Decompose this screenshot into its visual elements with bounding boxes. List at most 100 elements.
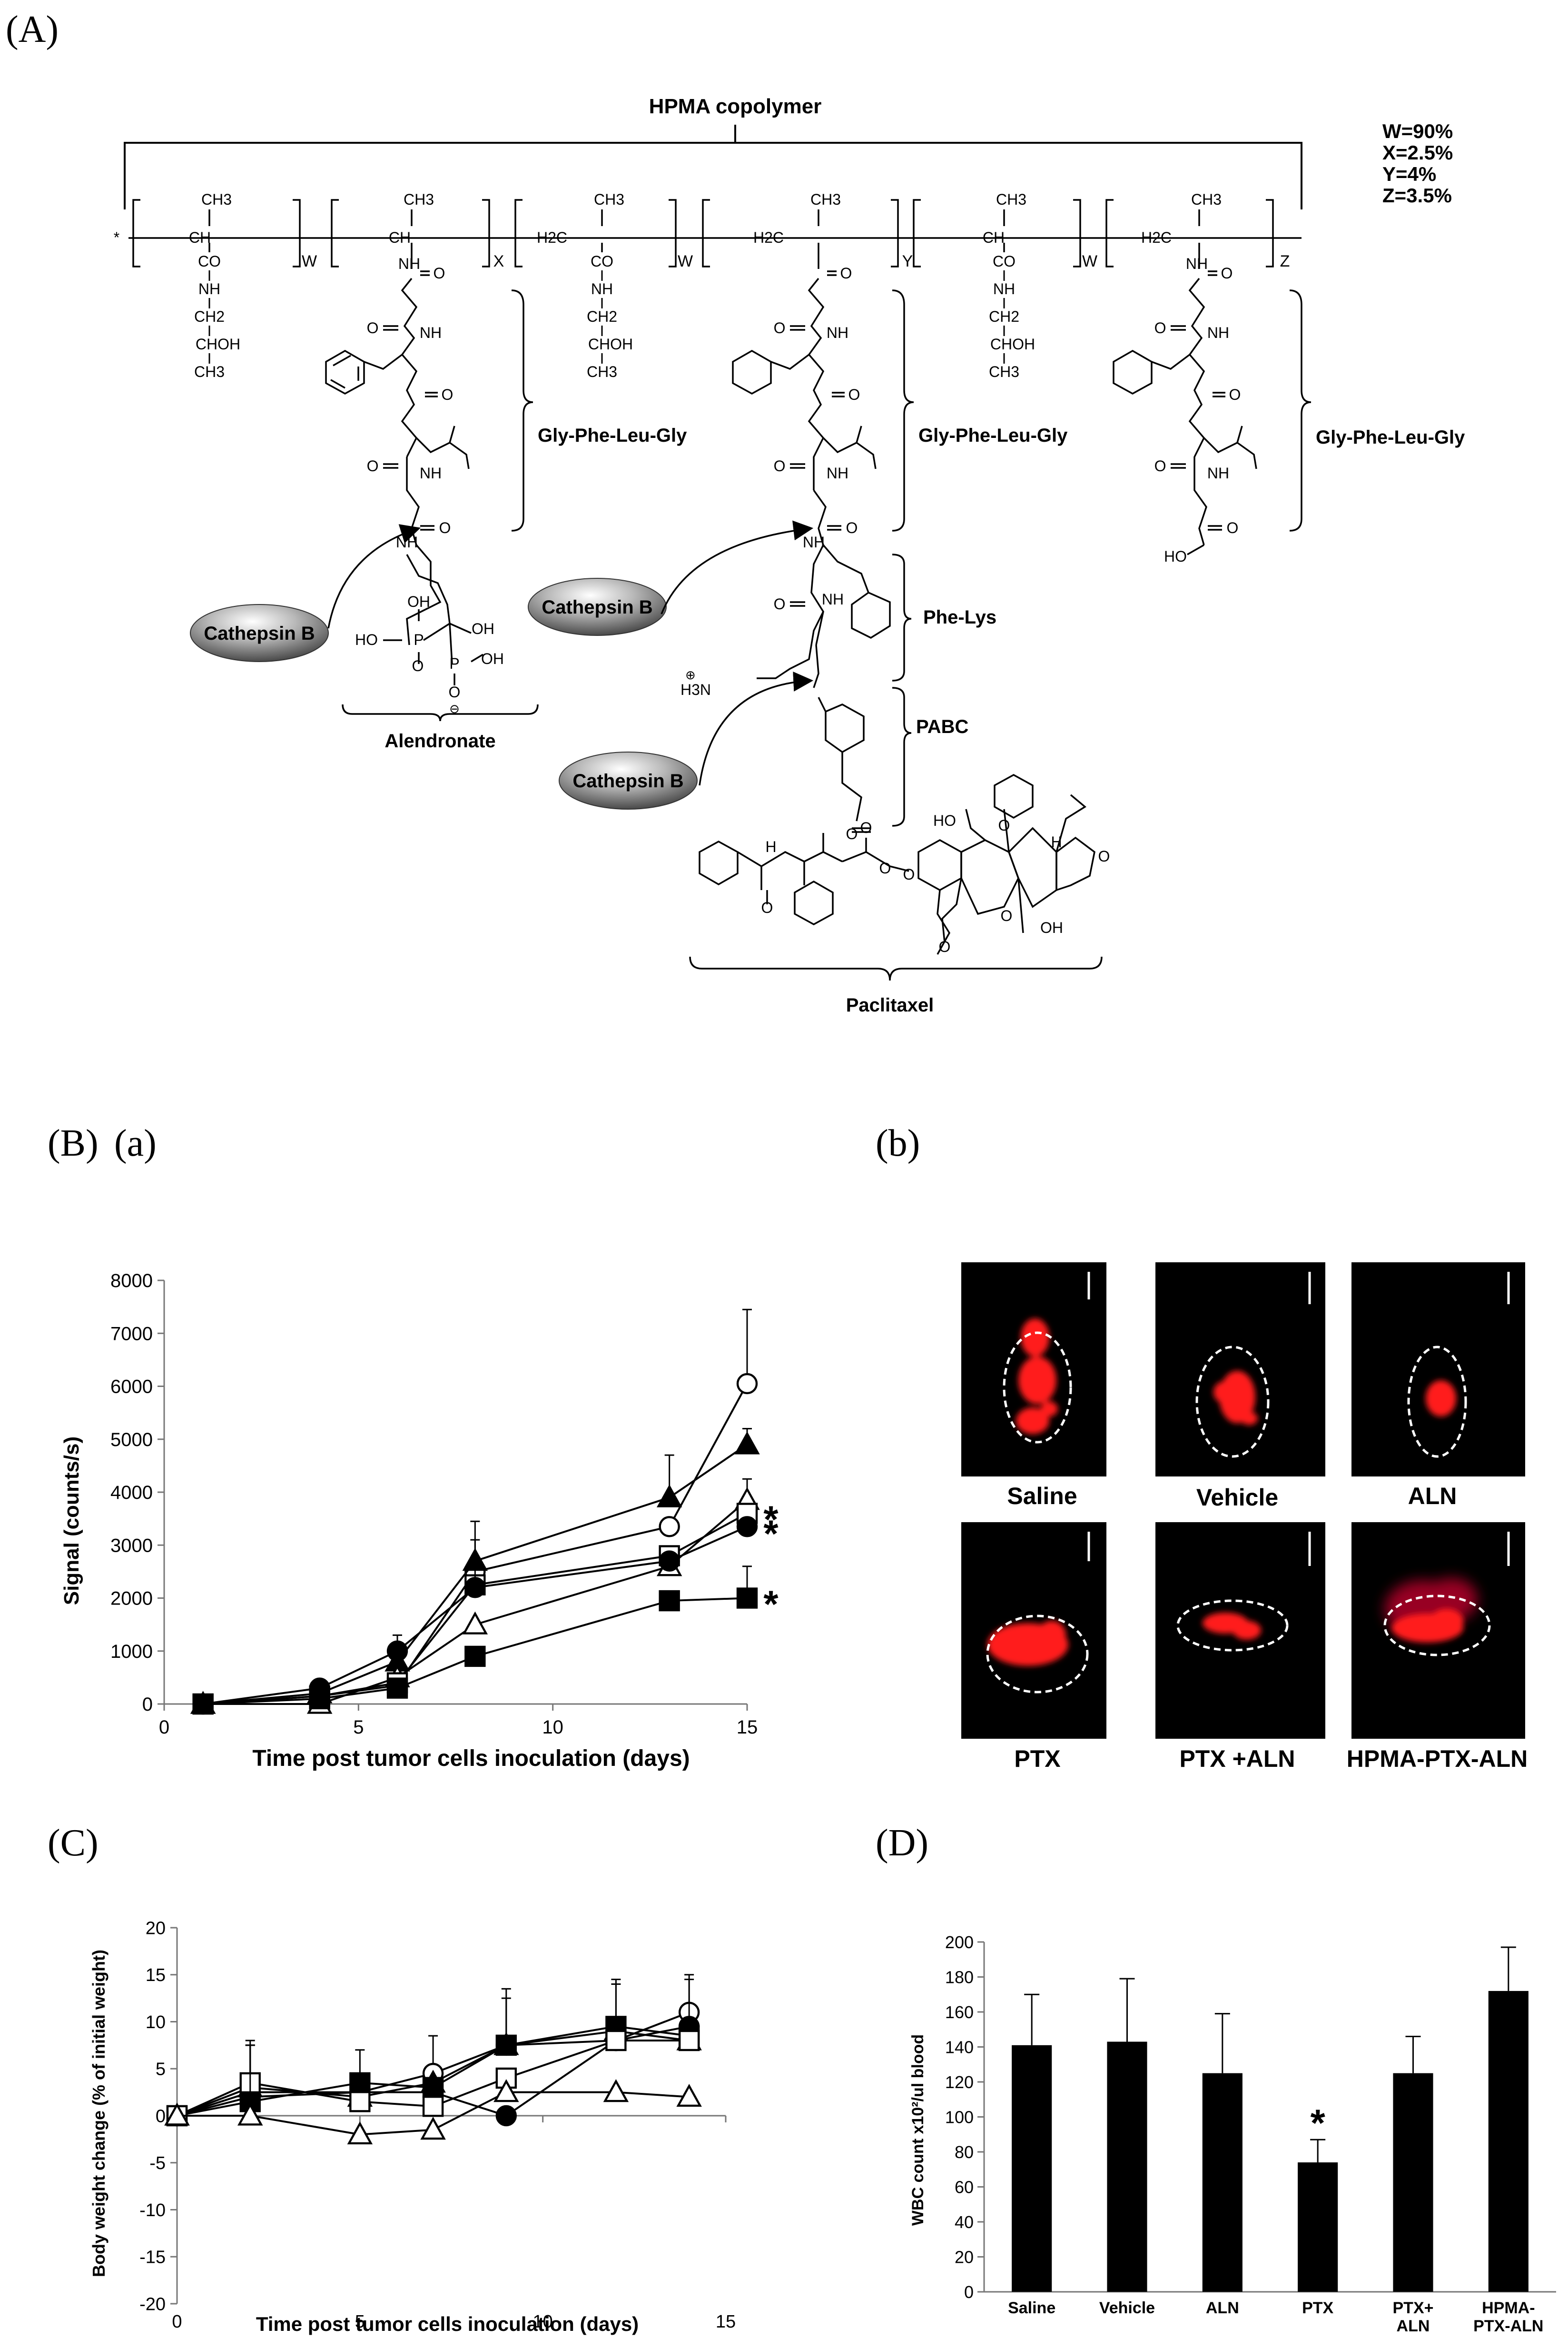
svg-text:NH: NH <box>803 534 825 551</box>
panel-label-c: (C) <box>48 1822 99 1864</box>
svg-text:O: O <box>846 519 858 536</box>
data-point <box>347 2121 373 2145</box>
copolymer-bracket <box>124 125 1302 209</box>
svg-text:O: O <box>998 817 1010 834</box>
linker-label-y: Gly-Phe-Leu-Gly <box>918 425 1068 446</box>
data-point <box>420 2070 446 2093</box>
data-point <box>493 2032 519 2055</box>
bar <box>1488 1991 1529 2292</box>
category-label: ALN <box>1206 2299 1239 2317</box>
y-tick-label: -10 <box>139 2200 166 2220</box>
svg-text:NH: NH <box>1186 255 1208 272</box>
backbone-atoms: * CH3 CH CH3 CH H2C CH3 H2C CH3 CH CH3 H… <box>114 191 1222 246</box>
svg-text:O: O <box>846 825 858 842</box>
svg-text:OH: OH <box>481 650 504 667</box>
svg-text:CHOH: CHOH <box>588 336 633 353</box>
svg-text:H2C: H2C <box>753 229 784 246</box>
y-tick-label: -20 <box>139 2294 166 2314</box>
y-tick-label: 3000 <box>110 1535 153 1556</box>
y-tick-label: 10 <box>146 2012 166 2032</box>
svg-text:O: O <box>860 819 872 836</box>
svg-text:P: P <box>414 631 424 648</box>
data-point <box>462 1611 488 1635</box>
svg-text:O: O <box>774 595 786 613</box>
svg-text:W: W <box>678 252 693 270</box>
cathepsin-b-1: Cathepsin B <box>190 524 421 662</box>
svg-text:O: O <box>1221 265 1233 282</box>
svg-text:P: P <box>449 655 459 672</box>
copolymer-label: HPMA copolymer <box>649 95 822 118</box>
data-point <box>736 1516 758 1537</box>
data-point <box>309 1688 330 1710</box>
y-tick-label: 7000 <box>110 1323 153 1344</box>
svg-text:O: O <box>939 938 951 955</box>
svg-text:O: O <box>774 319 786 337</box>
y-tick-label: 140 <box>945 2038 974 2057</box>
y-tick-label: 8000 <box>110 1270 153 1291</box>
series-line <box>203 1512 748 1705</box>
svg-text:O: O <box>1001 907 1013 924</box>
cathepsin-b-2: Cathepsin B <box>528 520 814 636</box>
linker-label-z: Gly-Phe-Leu-Gly <box>1316 427 1465 448</box>
chart-b-x-axis-title: Time post tumor cells inoculation (days) <box>252 1746 690 1771</box>
svg-text:O: O <box>1227 519 1239 536</box>
svg-text:Z: Z <box>1280 252 1290 270</box>
svg-text:OH: OH <box>407 593 430 610</box>
svg-text:X: X <box>493 252 504 270</box>
data-point <box>464 1645 486 1667</box>
svg-text:CO: CO <box>591 253 613 270</box>
svg-text:O: O <box>879 860 891 877</box>
data-point <box>164 2102 190 2126</box>
ammonium-group: H3N <box>680 681 711 698</box>
series-open-triangle <box>164 2044 702 2145</box>
hpma-side-chain: CO NH CH2 CHOH CH3 CO NH CH2 CHOH CH3 CO… <box>194 253 1035 380</box>
data-point <box>464 1577 486 1598</box>
svg-text:NH: NH <box>1207 324 1229 341</box>
paclitaxel-atoms: O H O O O HO O H O O OH O <box>761 812 1110 955</box>
svg-text:CH3: CH3 <box>810 191 841 208</box>
alendronate-structure: OH HO P O OH P OH O ⊖ <box>355 554 504 716</box>
svg-text:HO: HO <box>355 631 378 648</box>
svg-text:CH: CH <box>389 229 411 246</box>
svg-text:H2C: H2C <box>537 229 567 246</box>
svg-text:*: * <box>114 229 119 246</box>
x-tick-label: 5 <box>355 2312 365 2332</box>
category-label: HPMA- <box>1482 2299 1535 2317</box>
svg-text:H: H <box>765 838 776 855</box>
y-tick-label: 20 <box>146 1918 166 1938</box>
x-tick-label: 0 <box>172 2312 182 2332</box>
svg-text:O: O <box>367 457 379 475</box>
svg-text:O: O <box>840 265 852 282</box>
peptide-chain-z: O NH NH O O O NH O HO <box>1113 255 1257 565</box>
paclitaxel-structure <box>699 774 1095 955</box>
significance-marker: * <box>763 1513 779 1555</box>
significance-marker: * <box>763 1583 779 1625</box>
svg-text:NH: NH <box>420 465 442 482</box>
svg-text:O: O <box>442 386 454 403</box>
svg-text:O: O <box>439 519 451 536</box>
svg-text:OH: OH <box>472 620 494 637</box>
data-point <box>678 2030 700 2051</box>
data-point <box>192 1693 214 1715</box>
data-point <box>495 2105 517 2127</box>
y-tick-label: 0 <box>964 2282 974 2302</box>
alendronate-label: Alendronate <box>385 731 495 752</box>
data-point <box>736 1373 758 1395</box>
svg-text:X=2.5%: X=2.5% <box>1382 141 1453 164</box>
svg-text:Cathepsin B: Cathepsin B <box>542 597 652 618</box>
chart-d-y-axis-title: WBC count x10²/ul blood <box>909 2034 927 2226</box>
y-tick-label: 0 <box>156 2106 166 2126</box>
svg-text:CH3: CH3 <box>194 363 225 380</box>
y-tick-label: 5 <box>156 2060 166 2080</box>
y-tick-label: 20 <box>955 2248 974 2267</box>
y-tick-label: 1000 <box>110 1641 153 1662</box>
data-point <box>386 1640 408 1662</box>
svg-text:CH3: CH3 <box>996 191 1026 208</box>
x-tick-label: 10 <box>542 1717 563 1738</box>
y-tick-label: -5 <box>149 2153 166 2173</box>
y-tick-label: 40 <box>955 2212 974 2232</box>
svg-text:CH: CH <box>189 229 211 246</box>
svg-text:Cathepsin B: Cathepsin B <box>572 771 683 792</box>
